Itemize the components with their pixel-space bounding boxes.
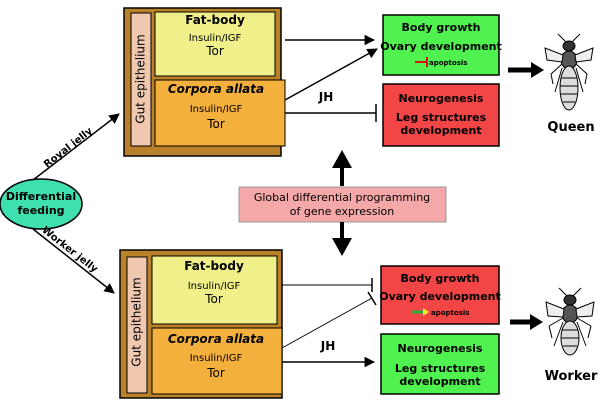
lower-apoptosis-label: apoptosis [431, 309, 469, 317]
lower-red-box [380, 265, 500, 325]
upper-red-line3: development [400, 124, 481, 137]
lower-fat-body-tor: Tor [204, 292, 223, 306]
upper-corpora-allata-insulin: Insulin/IGF [190, 104, 243, 115]
worker-label: Worker [545, 369, 598, 384]
global-programming-line2: of gene expression [290, 205, 394, 218]
lower-green-line2: Leg structures [395, 362, 486, 375]
upper-fat-body-tor: Tor [205, 44, 224, 58]
upper-corpora-allata-title: Corpora allata [168, 82, 264, 96]
upper-jh-label: JH [318, 90, 334, 104]
lower-jh-label: JH [320, 339, 336, 353]
lower-gut-epithelium-label: Gut epithelium [130, 277, 144, 366]
upper-fat-body-insulin: Insulin/IGF [189, 33, 242, 44]
worker-bee-icon [545, 287, 595, 356]
upper-fat-body-box [154, 11, 276, 77]
differential-feeding-ellipse [0, 178, 83, 230]
global-programming-line1: Global differential programming [254, 191, 430, 204]
differential-feeding-line2: feeding [17, 204, 64, 217]
upper-gut-epithelium-label: Gut epithelium [134, 34, 148, 123]
upper-apoptosis-label: apoptosis [429, 59, 467, 67]
down-arrowhead [332, 238, 352, 256]
worker-jelly-label: Worker jelly [40, 225, 100, 276]
royal-jelly-label: Royal jelly [42, 125, 95, 170]
to-worker-arrowhead [530, 314, 543, 330]
lower-red-line2: Ovary development [379, 290, 501, 303]
lower-fat-body-title: Fat-body [184, 259, 244, 273]
lower-apoptosis-arrowhead [423, 308, 429, 316]
lower-corpora-allata-title: Corpora allata [168, 332, 264, 346]
lower-fat-body-insulin: Insulin/IGF [188, 281, 241, 292]
upper-fat-body-title: Fat-body [185, 13, 245, 27]
upper-green-line1: Body growth [402, 21, 481, 34]
lower-fat-body-box [151, 255, 278, 325]
lower-corpora-allata-tor: Tor [206, 366, 225, 380]
differential-feeding-line1: Differential [6, 190, 76, 203]
lower-green-box [380, 333, 500, 395]
global-programming-box [238, 186, 447, 223]
upper-green-box [382, 14, 500, 76]
royal-jelly-arrow [32, 113, 120, 181]
lower-corpora-allata-box [151, 327, 283, 395]
lower-corpora-allata-insulin: Insulin/IGF [190, 353, 243, 364]
lower-corpora-inhibits-growth-line [281, 297, 373, 349]
upper-corpora-allata-tor: Tor [206, 117, 225, 131]
upper-red-line2: Leg structures [396, 111, 487, 124]
up-arrowhead [332, 150, 352, 168]
worker-jelly-arrow [32, 228, 115, 294]
lower-gut-epithelium-bar [126, 256, 148, 394]
queen-label: Queen [547, 120, 594, 135]
lower-green-line3: development [399, 375, 480, 388]
lower-green-line1: Neurogenesis [398, 342, 483, 355]
upper-red-line1: Neurogenesis [399, 92, 484, 105]
upper-corpora-to-growth-arrow [284, 48, 378, 101]
upper-red-box [382, 83, 500, 147]
lower-red-line1: Body growth [401, 272, 480, 285]
queen-bee-icon [544, 33, 594, 111]
upper-corpora-allata-box [154, 79, 286, 147]
upper-green-line2: Ovary development [380, 40, 502, 53]
upper-gut-epithelium-bar [130, 12, 152, 147]
lower-corpora-inhibit-bar [367, 291, 377, 306]
to-queen-arrowhead [531, 62, 544, 78]
